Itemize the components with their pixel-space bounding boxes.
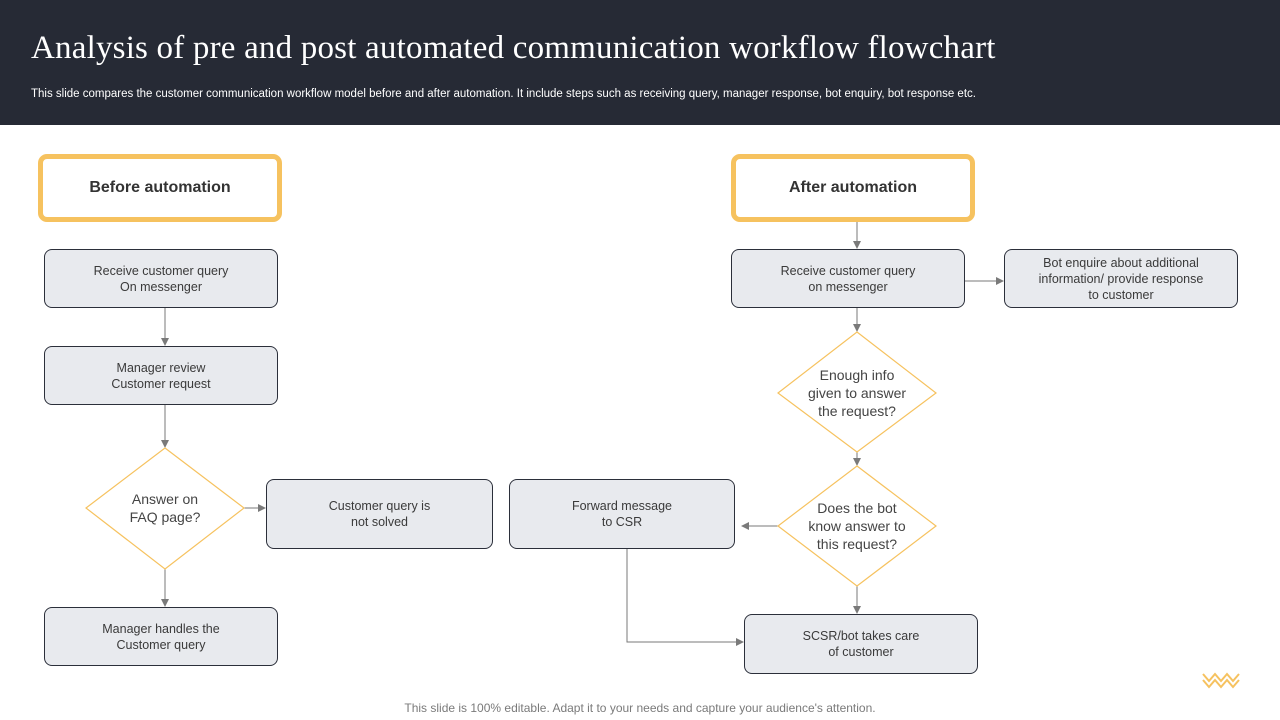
slide-subtitle: This slide compares the customer communi…	[31, 88, 976, 100]
faq-decision-diamond	[85, 447, 245, 570]
before-automation-heading: Before automation	[38, 154, 282, 222]
enough-info-decision-diamond	[777, 331, 937, 453]
receive-query-box-before: Receive customer query On messenger	[44, 249, 278, 308]
faq-decision-label: Answer on FAQ page?	[129, 491, 201, 525]
title-banner: Analysis of pre and post automated commu…	[0, 0, 1280, 125]
slide-title: Analysis of pre and post automated commu…	[31, 30, 996, 66]
receive-query-box-after: Receive customer query on messenger	[731, 249, 965, 308]
manager-review-box: Manager review Customer request	[44, 346, 278, 405]
enough-info-decision-label: Enough info given to answer the request?	[807, 367, 907, 419]
manager-handles-box: Manager handles the Customer query	[44, 607, 278, 666]
arrow-forward-to-scsr	[626, 548, 744, 646]
zigzag-logo-icon	[1202, 672, 1240, 689]
query-not-solved-box: Customer query is not solved	[266, 479, 493, 549]
after-automation-heading: After automation	[731, 154, 975, 222]
forward-to-csr-box: Forward message to CSR	[509, 479, 735, 549]
slide-footer: This slide is 100% editable. Adapt it to…	[404, 701, 876, 715]
bot-enquire-box: Bot enquire about additional information…	[1004, 249, 1238, 308]
scsr-takes-care-box: SCSR/bot takes care of customer	[744, 614, 978, 674]
bot-knows-decision-label: Does the bot know answer to this request…	[808, 500, 906, 552]
bot-knows-decision-diamond	[777, 465, 937, 587]
